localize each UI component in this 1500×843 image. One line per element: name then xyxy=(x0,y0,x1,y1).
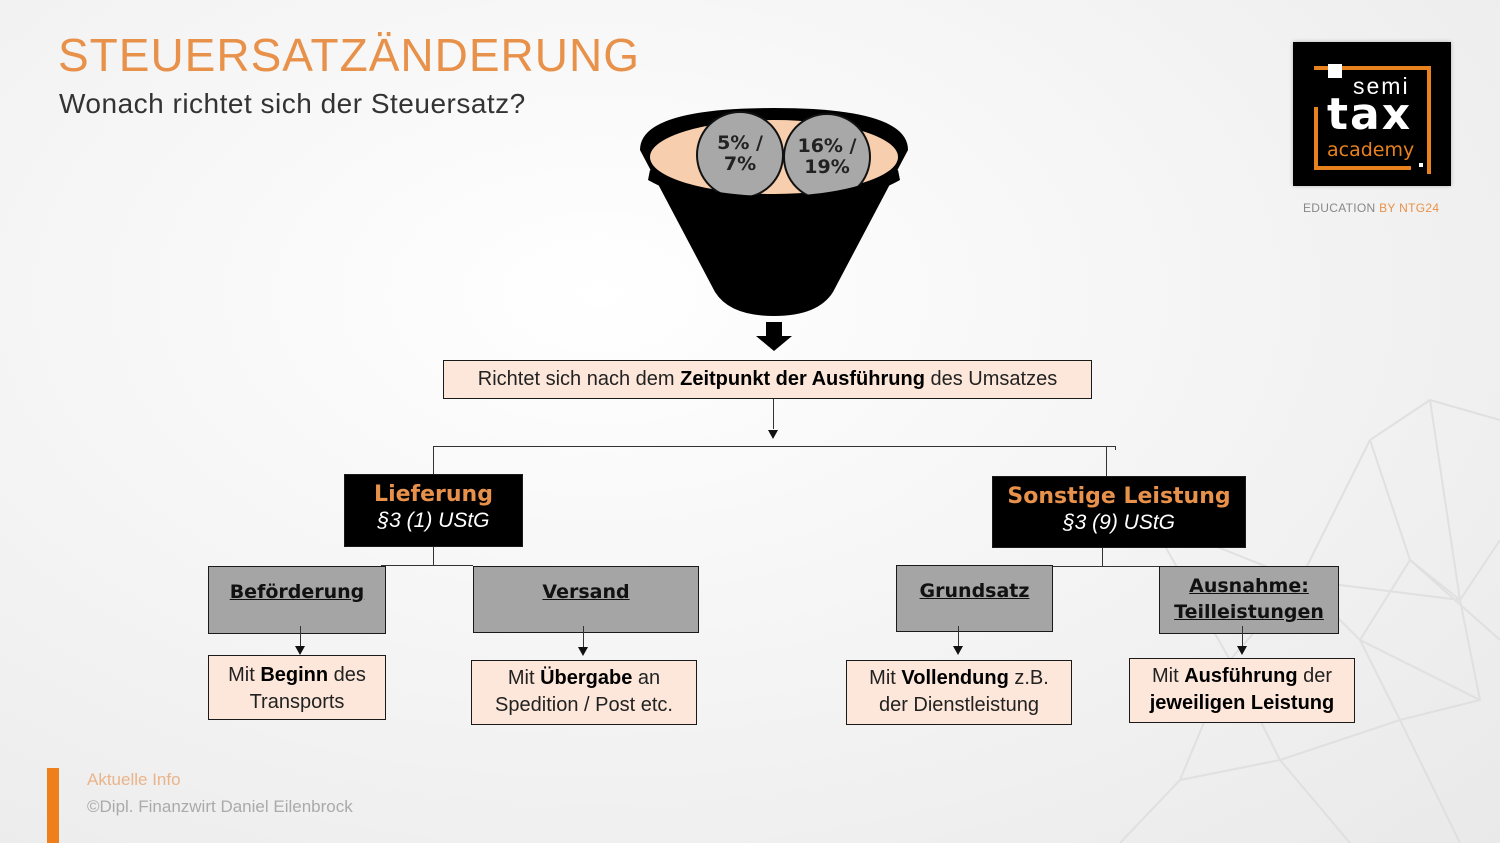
connector-line xyxy=(1242,626,1243,646)
logo-frame xyxy=(1314,66,1431,174)
down-arrow-icon xyxy=(756,322,792,351)
arrow-head-icon xyxy=(578,647,588,656)
rate-reduced-line1: 5% / xyxy=(717,132,763,154)
rate-reduced-line2: 7% xyxy=(723,153,757,175)
connector-line xyxy=(433,446,434,475)
connector-line xyxy=(433,547,434,566)
rule-bold: Vollendung xyxy=(901,667,1009,689)
logo-frame-left xyxy=(1314,107,1318,170)
connector-line xyxy=(583,626,584,647)
sonstige-leistung-title: Sonstige Leistung xyxy=(1007,484,1231,509)
logo-dot-icon xyxy=(1419,163,1423,167)
rate-reduced-label: 5% / 7% xyxy=(700,133,780,175)
befoerderung-box: Beförderung xyxy=(208,566,386,634)
grundsatz-rule-box: Mit Vollendung z.B. der Dienstleistung xyxy=(846,660,1072,725)
versand-box: Versand xyxy=(473,566,699,633)
lieferung-title: Lieferung xyxy=(374,482,493,507)
rule-prefix: Mit xyxy=(1152,665,1185,687)
footer-category: Aktuelle Info xyxy=(87,770,181,789)
teilleistungen-rule-box: Mit Ausführung der jeweiligen Leistung xyxy=(1129,658,1355,723)
rule-suffix: des Transports xyxy=(249,664,366,713)
connector-line xyxy=(1115,446,1116,450)
logo-square-icon xyxy=(1328,64,1342,78)
rate-standard-line2: 19% xyxy=(804,156,850,178)
lieferung-box: Lieferung §3 (1) UStG xyxy=(344,474,523,547)
rule-prefix: Mit xyxy=(869,667,902,689)
rule-prefix: Mit xyxy=(228,664,261,686)
befoerderung-label: Beförderung xyxy=(229,581,365,603)
footer-accent-bar xyxy=(47,768,59,843)
lieferung-law: §3 (1) UStG xyxy=(377,509,490,532)
teilleistungen-label-line1: Ausnahme: xyxy=(1189,575,1309,597)
funnel-rim-lower xyxy=(648,170,900,208)
arrow-head-icon xyxy=(1237,646,1247,655)
grundsatz-label: Grundsatz xyxy=(919,580,1030,602)
connector-line xyxy=(958,626,959,646)
grundsatz-box: Grundsatz xyxy=(896,565,1053,632)
rule-suffix: z.B. der Dienstleistung xyxy=(878,667,1049,716)
branch-line xyxy=(433,446,1116,447)
connector-line xyxy=(1102,548,1103,566)
funnel-icon xyxy=(640,108,908,316)
versand-label: Versand xyxy=(542,581,630,603)
versand-rule-box: Mit Übergabe an Spedition / Post etc. xyxy=(471,660,697,725)
connector-line xyxy=(300,626,301,646)
main-rule-bold: Zeitpunkt der Ausführung xyxy=(680,368,925,390)
rule-bold: Ausführung xyxy=(1184,665,1298,687)
sonstige-leistung-box: Sonstige Leistung §3 (9) UStG xyxy=(992,476,1246,548)
teilleistungen-label-line2: Teilleistungen xyxy=(1174,601,1324,623)
rule-prefix: Mit xyxy=(507,667,541,689)
befoerderung-rule-box: Mit Beginn des Transports xyxy=(208,655,386,720)
connector-line xyxy=(773,399,774,429)
rate-standard-line1: 16% / xyxy=(797,135,857,157)
semitax-academy-logo: semi tax academy xyxy=(1293,42,1451,186)
logo-frame-bottom xyxy=(1314,166,1411,170)
page-subtitle: Wonach richtet sich der Steuersatz? xyxy=(59,88,526,119)
logo-tax: tax xyxy=(1327,89,1413,140)
arrow-head-icon xyxy=(768,430,778,439)
tagline-prefix: EDUCATION xyxy=(1303,201,1376,215)
rate-standard-label: 16% / 19% xyxy=(787,136,867,178)
connector-line xyxy=(1106,446,1107,476)
rule-suffix: der xyxy=(1297,665,1332,687)
arrow-head-icon xyxy=(295,646,305,655)
page-title: STEUERSATZÄNDERUNG xyxy=(58,29,640,81)
rule-bold: Beginn xyxy=(260,664,329,686)
rule-bold-2: jeweiligen Leistung xyxy=(1149,692,1335,714)
footer-copyright: ©Dipl. Finanzwirt Daniel Eilenbrock xyxy=(87,797,353,816)
logo-tagline: EDUCATION BY NTG24 xyxy=(1303,201,1439,215)
arrow-head-icon xyxy=(953,646,963,655)
tagline-suffix: BY NTG24 xyxy=(1379,201,1440,215)
rule-bold: Übergabe xyxy=(540,667,633,689)
rule-suffix: an Spedition / Post etc. xyxy=(495,667,673,716)
main-rule-box: Richtet sich nach dem Zeitpunkt der Ausf… xyxy=(443,360,1092,399)
connector-line xyxy=(381,565,473,566)
logo-academy: academy xyxy=(1327,139,1415,161)
teilleistungen-box: Ausnahme: Teilleistungen xyxy=(1159,566,1339,634)
logo-semi: semi xyxy=(1353,73,1410,99)
main-rule-suffix: des Umsatzes xyxy=(924,368,1058,390)
main-rule-prefix: Richtet sich nach dem xyxy=(477,368,681,390)
connector-line xyxy=(1050,566,1160,567)
sonstige-leistung-law: §3 (9) UStG xyxy=(1062,511,1176,534)
